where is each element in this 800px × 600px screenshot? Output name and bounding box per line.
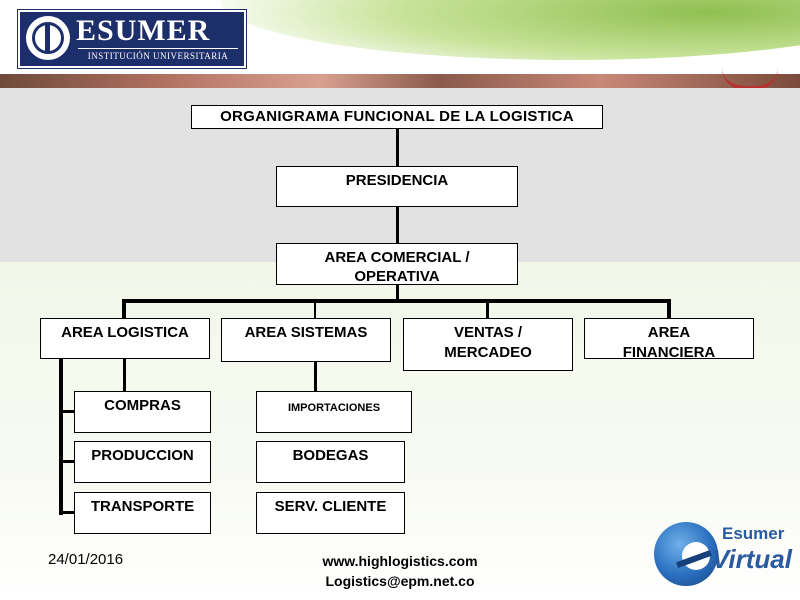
sistemas-stub	[314, 361, 317, 391]
connector-produccion	[61, 460, 75, 463]
node-compras: COMPRAS	[74, 391, 211, 433]
node-serv-cliente: SERV. CLIENTE	[256, 492, 405, 534]
connector-transporte	[61, 511, 75, 514]
logistica-stub	[123, 358, 126, 391]
node-ventas-mercadeo: VENTAS / MERCADEO	[403, 318, 573, 371]
logistica-spine	[59, 358, 63, 515]
footer-date: 24/01/2016	[48, 551, 124, 568]
bus-horizontal-bar	[122, 299, 671, 303]
connector-title-presidencia	[396, 129, 399, 166]
virtual-logo-line1: Esumer	[722, 524, 785, 543]
node-bodegas: BODEGAS	[256, 441, 405, 483]
node-importaciones: IMPORTACIONES	[256, 391, 412, 433]
connector-bus-logistica	[122, 299, 126, 319]
footer-website: www.highlogistics.com	[322, 553, 478, 569]
connector-bus-financiera	[667, 299, 671, 319]
node-area-comercial: AREA COMERCIAL / OPERATIVA	[276, 243, 518, 285]
footer-contact: www.highlogistics.com Logistics@epm.net.…	[300, 551, 500, 591]
diagram-title: ORGANIGRAMA FUNCIONAL DE LA LOGISTICA	[191, 105, 603, 129]
node-presidencia: PRESIDENCIA	[276, 166, 518, 207]
node-area-financiera: AREA FINANCIERA	[584, 318, 754, 359]
logo-subtitle: INSTITUCIÓN UNIVERSITARIA	[78, 48, 238, 63]
red-arc-decoration	[722, 68, 778, 88]
esumer-logo: ESUMER INSTITUCIÓN UNIVERSITARIA	[18, 10, 246, 68]
header-strip	[0, 74, 800, 88]
connector-bus-sistemas	[314, 299, 316, 319]
logo-name: ESUMER	[76, 14, 211, 47]
node-produccion: PRODUCCION	[74, 441, 211, 483]
connector-comercial-bus	[396, 284, 399, 300]
virtual-logo-line2: Virtual	[712, 544, 792, 574]
slide-header: ESUMER INSTITUCIÓN UNIVERSITARIA	[0, 0, 800, 88]
node-area-sistemas: AREA SISTEMAS	[221, 318, 391, 362]
virtual-e-icon	[654, 522, 718, 586]
footer-email: Logistics@epm.net.co	[325, 573, 475, 589]
connector-presidencia-comercial	[396, 206, 399, 243]
node-area-logistica: AREA LOGISTICA	[40, 318, 210, 359]
connector-compras	[61, 410, 75, 413]
esumer-emblem-icon	[26, 16, 70, 60]
node-transporte: TRANSPORTE	[74, 492, 211, 534]
esumer-virtual-logo: Esumer Virtual	[644, 518, 794, 594]
connector-bus-ventas	[486, 299, 489, 319]
